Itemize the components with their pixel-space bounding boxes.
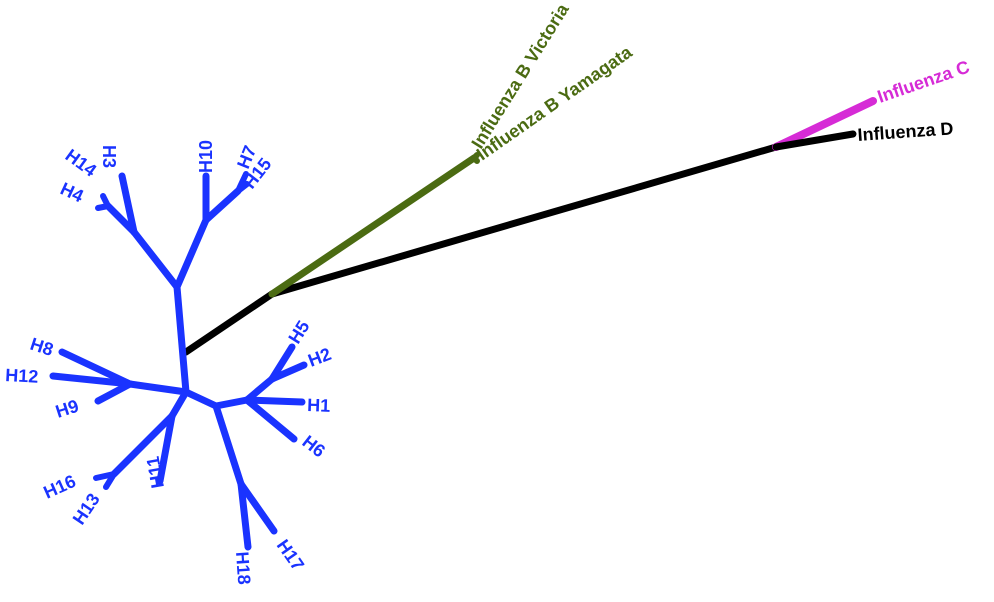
label-h12: H12 — [5, 365, 39, 387]
label-h4: H4 — [57, 178, 86, 206]
h1-branch — [243, 396, 306, 406]
label-h2: H2 — [305, 344, 334, 371]
influenza-b-yamagata-branch — [471, 155, 480, 164]
h7-h15-branch — [202, 187, 242, 224]
h5-h2-h1-h6-stem — [182, 388, 220, 410]
influenza-a-trunk — [173, 283, 190, 396]
label-h14: H14 — [62, 145, 100, 181]
label-h16: H16 — [40, 471, 78, 503]
label-h1: H1 — [307, 395, 331, 416]
root-branch — [182, 290, 276, 356]
h11-branch — [156, 412, 176, 485]
h13-branch — [103, 471, 117, 490]
h18-branch — [237, 480, 252, 551]
influenza-b-branch — [268, 154, 478, 298]
label-h9: H9 — [53, 396, 81, 422]
label-h3: H3 — [99, 145, 119, 168]
label-h13: H13 — [69, 490, 104, 529]
h3-branch — [118, 172, 138, 236]
leaf-labels: H3 H14 H4 H10 H7 H15 H8 H12 H9 H5 H2 H1 … — [5, 0, 972, 585]
h2-branch — [268, 361, 308, 383]
influenza-a-upper-right-branch — [173, 216, 210, 291]
label-h8: H8 — [28, 334, 56, 360]
h16-h13-branch — [110, 412, 176, 478]
label-h17: H17 — [273, 536, 308, 575]
h5-h2-h1-h6-branch — [212, 396, 251, 410]
influenza-a-upper-left-branch — [130, 228, 181, 291]
label-h10: H10 — [196, 140, 216, 173]
h17-h18-stem — [212, 402, 245, 488]
cd-stem-branch — [268, 143, 780, 298]
h9-branch — [94, 380, 134, 405]
label-h18: H18 — [232, 551, 254, 585]
label-influenza-d: Influenza D — [857, 118, 954, 145]
h8-branch — [58, 348, 134, 388]
influenza-c-branch — [772, 97, 877, 151]
h5-h2-branch — [243, 375, 276, 404]
label-h6: H6 — [299, 431, 329, 461]
label-h5: H5 — [284, 317, 313, 347]
h14-h4-branch — [104, 202, 138, 236]
h4-branch — [95, 203, 111, 211]
h6-branch — [243, 396, 298, 443]
h8-h12-h9-branch — [126, 380, 190, 396]
label-influenza-c: Influenza C — [875, 57, 972, 107]
h12-branch — [49, 372, 134, 388]
h17-branch — [237, 480, 278, 535]
influenza-d-branch — [772, 130, 857, 151]
branches — [49, 97, 877, 551]
h15-branch — [235, 181, 250, 194]
h16-h13-h11-branch — [168, 388, 190, 420]
h5-branch — [268, 343, 296, 383]
